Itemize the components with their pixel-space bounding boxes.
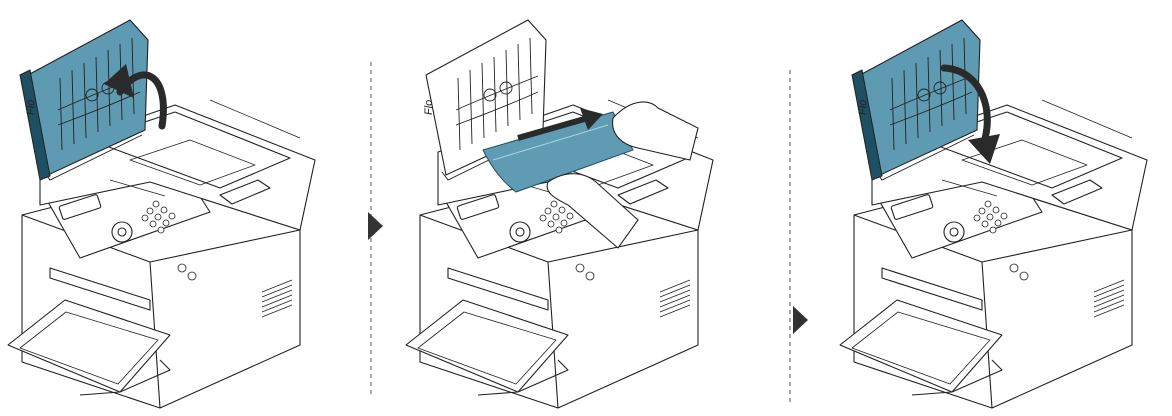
play-triangle-icon [793, 306, 808, 334]
step-2-remove-paper: Flo [406, 20, 713, 408]
cover-label: Flo [423, 100, 435, 115]
step-3-close-cover: Flo [840, 20, 1147, 408]
step-1-open-cover: Flo [8, 20, 315, 408]
play-triangle-icon [368, 212, 383, 240]
cover-label: Flo [25, 100, 37, 115]
cover-label: Flo [857, 100, 869, 115]
